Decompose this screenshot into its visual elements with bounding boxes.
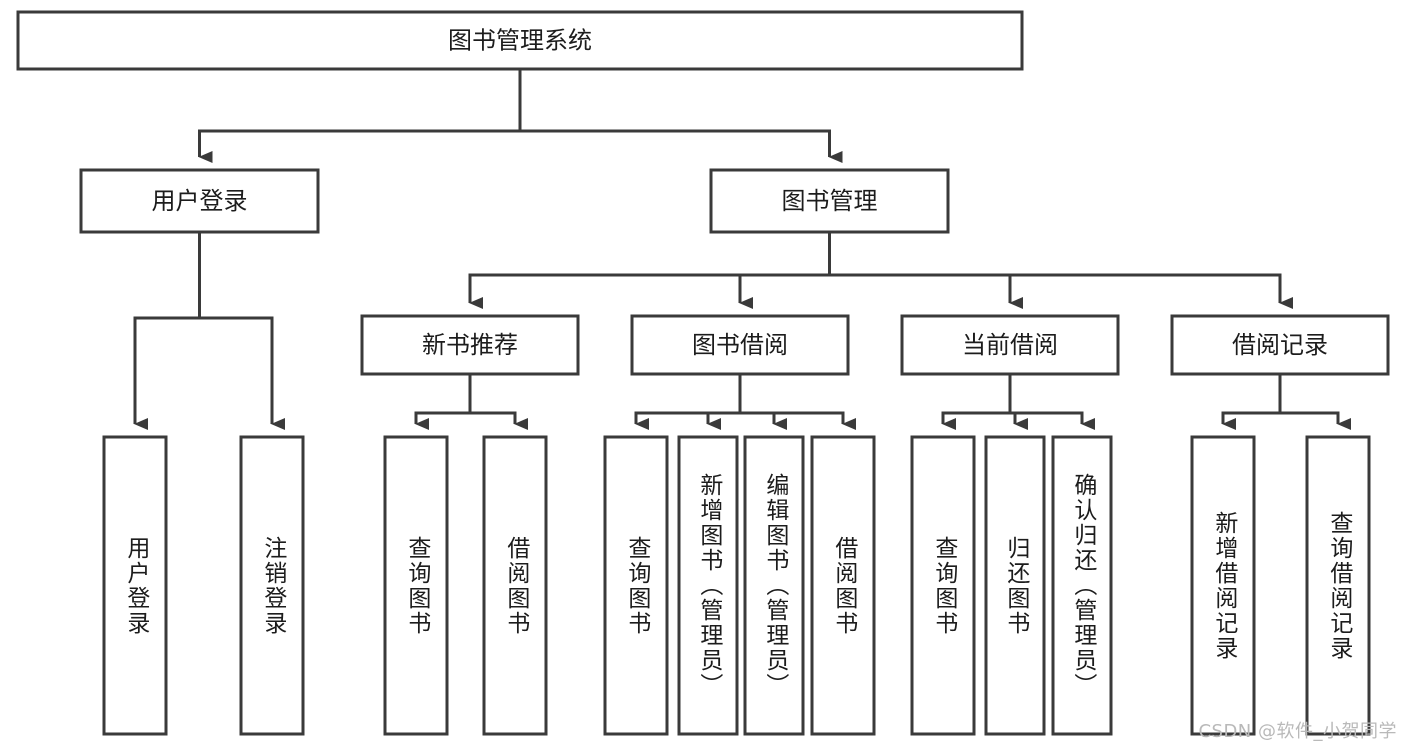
leaf-node-box-9[interactable] — [984, 435, 1046, 736]
leaf-node-box-10[interactable] — [1051, 435, 1113, 736]
level2-node-label-0: 用户登录 — [152, 187, 248, 215]
level3-node-box-0[interactable] — [360, 314, 580, 376]
level3-node-label-2: 当前借阅 — [962, 331, 1058, 359]
leaf-node-box-1[interactable] — [239, 435, 305, 736]
user-login-to-leaves-branch-0 — [133, 316, 200, 430]
root-node-box[interactable] — [16, 10, 1024, 71]
leaf-node-box-4[interactable] — [603, 435, 669, 736]
leaf-node-box-12[interactable] — [1305, 435, 1371, 736]
level3-3-to-leaves-branch-1 — [1280, 411, 1351, 430]
level2-node-label-1: 图书管理 — [782, 187, 878, 215]
leaf-node-box-11[interactable] — [1190, 435, 1256, 736]
leaf-node-box-6[interactable] — [743, 435, 805, 736]
book-mgmt-to-level3-branch-0 — [468, 273, 830, 309]
level3-0-to-leaves-branch-1 — [470, 411, 528, 430]
level3-node-label-3: 借阅记录 — [1232, 331, 1328, 359]
leaf-node-box-2[interactable] — [383, 435, 449, 736]
leaf-node-box-7[interactable] — [810, 435, 876, 736]
root-to-level2-branch-0 — [198, 129, 520, 163]
leaf-node-box-8[interactable] — [910, 435, 976, 736]
level3-node-box-3[interactable] — [1170, 314, 1390, 376]
level3-node-box-2[interactable] — [900, 314, 1120, 376]
leaf-node-box-5[interactable] — [677, 435, 739, 736]
level3-1-to-leaves-branch-0 — [634, 411, 740, 430]
book-mgmt-to-level3-branch-3 — [829, 273, 1293, 309]
level2-node-box-1[interactable] — [709, 168, 950, 234]
node-boxes — [16, 10, 1390, 736]
connector-lines — [133, 69, 1351, 430]
book-mgmt-to-level3-branch-2 — [829, 273, 1023, 309]
leaf-node-box-3[interactable] — [482, 435, 548, 736]
level3-0-to-leaves-branch-0 — [414, 411, 470, 430]
leaf-node-box-0[interactable] — [102, 435, 168, 736]
level3-1-to-leaves-branch-2 — [740, 411, 787, 430]
user-login-to-leaves-branch-1 — [199, 316, 285, 430]
level3-2-to-leaves-branch-2 — [1010, 411, 1095, 430]
level3-node-box-1[interactable] — [630, 314, 850, 376]
level3-node-label-0: 新书推荐 — [422, 331, 518, 359]
level3-1-to-leaves-branch-3 — [740, 411, 856, 430]
csdn-watermark: CSDN @软件_小贺同学 — [1198, 721, 1397, 742]
level3-3-to-leaves-branch-0 — [1221, 411, 1280, 430]
root-to-level2-branch-1 — [520, 129, 843, 163]
level3-2-to-leaves-branch-0 — [941, 411, 1010, 430]
level3-1-to-leaves-branch-1 — [706, 411, 740, 430]
book-mgmt-to-level3-branch-1 — [738, 273, 830, 309]
root-node-label: 图书管理系统 — [448, 27, 592, 55]
level2-node-box-0[interactable] — [79, 168, 320, 234]
level3-2-to-leaves-branch-1 — [1010, 411, 1028, 430]
level3-node-label-1: 图书借阅 — [692, 331, 788, 359]
